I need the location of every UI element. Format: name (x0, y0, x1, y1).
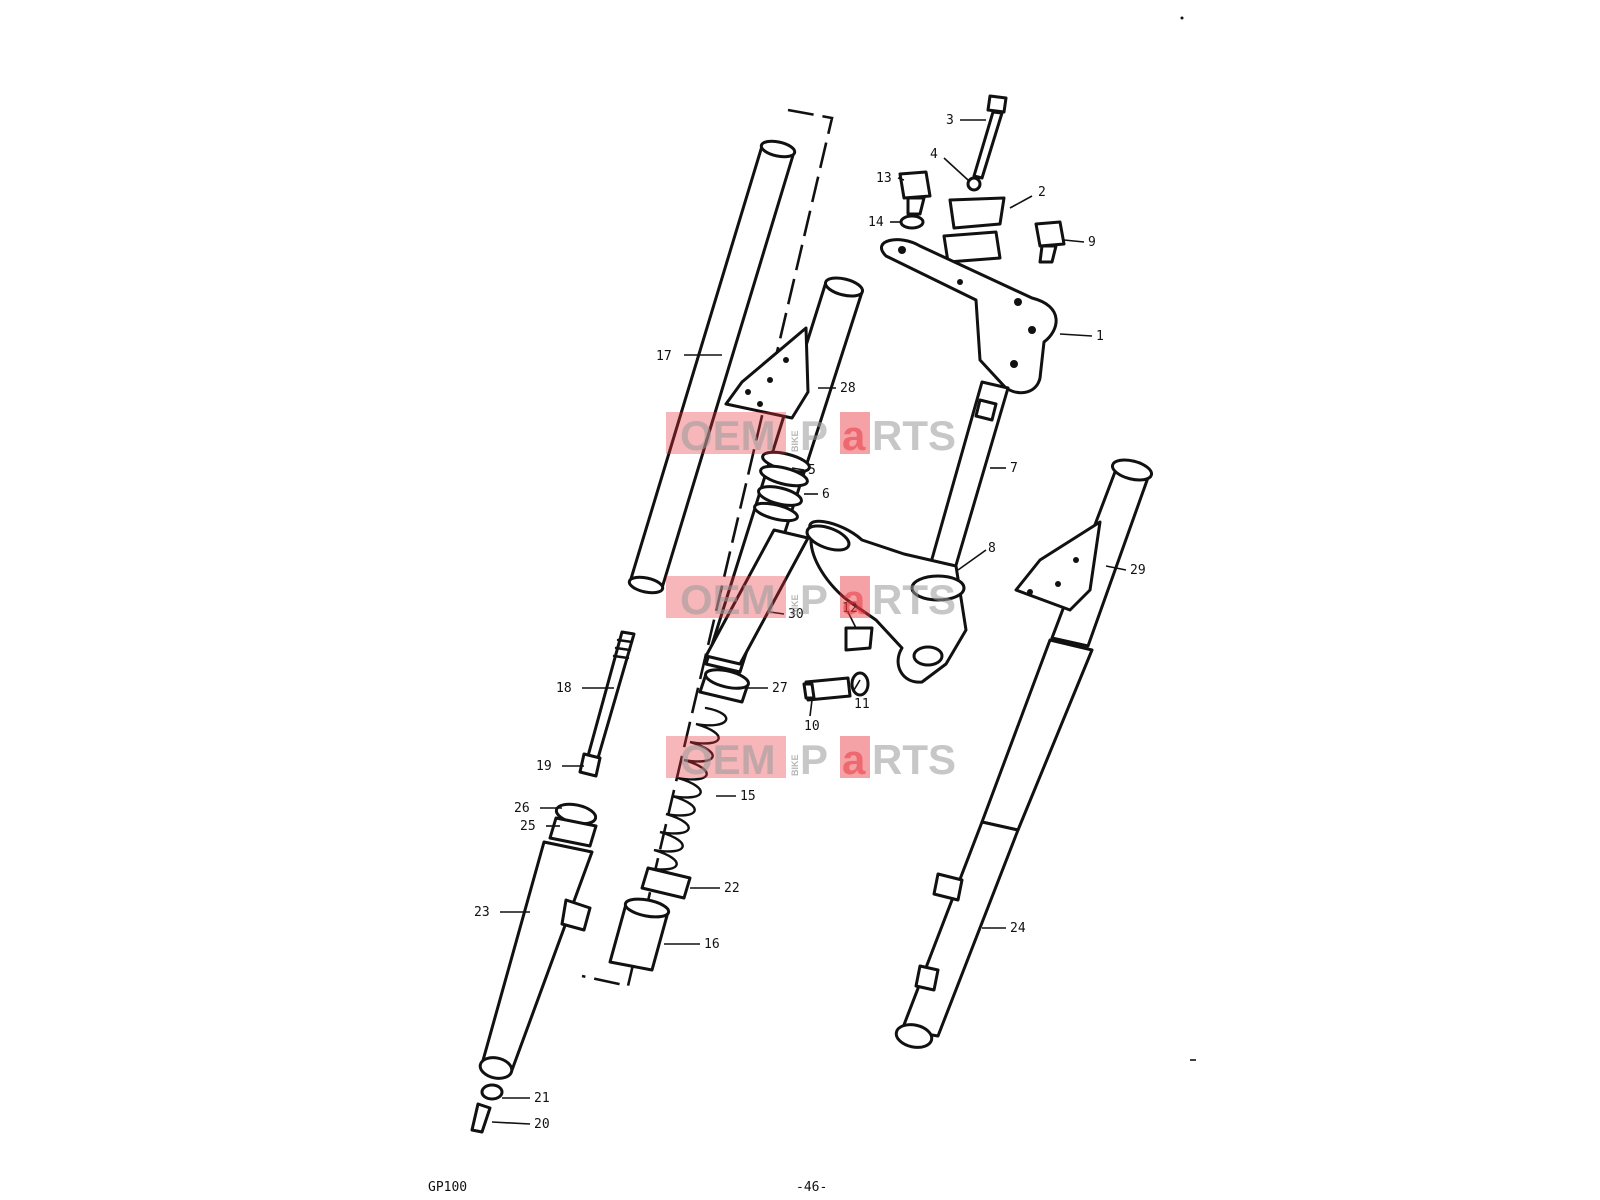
label-25: 25 (520, 819, 536, 834)
label-18: 18 (556, 681, 572, 696)
label-6: 6 (822, 487, 830, 502)
axle-bolt-small (470, 1102, 492, 1134)
steering-stem-bolt (972, 94, 1008, 180)
axle-nut (480, 1083, 504, 1101)
label-4: 4 (930, 147, 938, 162)
bolt-washer (966, 176, 982, 192)
svg-text:OEM: OEM (680, 412, 776, 459)
label-23: 23 (474, 905, 490, 920)
fork-cap-bolt (898, 170, 932, 216)
label-3: 3 (946, 113, 954, 128)
svg-text:a: a (842, 576, 866, 623)
label-22: 22 (724, 881, 740, 896)
assembly-bracket-dashed (581, 108, 834, 988)
lower-bracket-clamp (844, 626, 874, 652)
fork-oil-seal (608, 897, 671, 972)
svg-text:a: a (842, 736, 866, 783)
fork-seal-and-washer (548, 802, 598, 848)
handlebar-clamp-upper (942, 196, 1006, 264)
footer-model-code: GP100 (428, 1180, 468, 1195)
svg-text:P: P (800, 576, 828, 623)
label-10: 10 (804, 719, 820, 734)
fork-collar (698, 668, 751, 704)
label-29: 29 (1130, 563, 1146, 578)
bracket-bolt-right (1034, 220, 1066, 264)
label-24: 24 (1010, 921, 1026, 936)
fork-spring (640, 706, 728, 900)
svg-text:RTS: RTS (872, 412, 956, 459)
svg-text:P: P (800, 736, 828, 783)
label-12: 12 (842, 601, 858, 616)
label-2: 2 (1038, 185, 1046, 200)
svg-text:OEM: OEM (680, 736, 776, 783)
label-13: 13 (876, 171, 892, 186)
label-16: 16 (704, 937, 720, 952)
fork-cover-right (1014, 458, 1154, 648)
fork-spacer-tube (704, 528, 810, 666)
label-26: 26 (514, 801, 530, 816)
steering-stem (928, 380, 1010, 574)
label-28: 28 (840, 381, 856, 396)
label-15: 15 (740, 789, 756, 804)
svg-text:OEM: OEM (680, 576, 776, 623)
watermark-top: OEM BIKE P a RTS (666, 412, 956, 459)
label-17: 17 (656, 349, 672, 364)
svg-text:a: a (842, 412, 866, 459)
fork-cap-o-ring (899, 214, 925, 230)
svg-text:BIKE: BIKE (790, 594, 800, 616)
svg-text:RTS: RTS (872, 736, 956, 783)
steering-bracket-lower (805, 519, 968, 684)
svg-text:BIKE: BIKE (790, 754, 800, 776)
label-9: 9 (1088, 235, 1096, 250)
label-8: 8 (988, 541, 996, 556)
svg-text:P: P (800, 412, 828, 459)
pinch-nut (850, 671, 870, 697)
label-7: 7 (1010, 461, 1018, 476)
label-5: 5 (808, 463, 816, 478)
scan-speck (1180, 16, 1184, 20)
damper-rod (586, 630, 636, 760)
fork-inner-tube-left (627, 139, 797, 595)
watermark-bottom: OEM BIKE P a RTS (666, 736, 956, 783)
label-14: 14 (868, 215, 884, 230)
fork-upper-spring-seats (753, 450, 811, 523)
fork-outer-tube-left (478, 840, 594, 1080)
label-19: 19 (536, 759, 552, 774)
label-20: 20 (534, 1117, 550, 1132)
footer-page-number: -46- (796, 1180, 828, 1195)
damper-rod-end (578, 752, 602, 778)
svg-text:RTS: RTS (872, 576, 956, 623)
fork-outer-tube-right (894, 638, 1094, 1049)
label-27: 27 (772, 681, 788, 696)
label-21: 21 (534, 1091, 550, 1106)
label-11: 11 (854, 697, 870, 712)
steering-bracket-upper (880, 238, 1058, 395)
label-30: 30 (788, 607, 804, 622)
svg-text:BIKE: BIKE (790, 430, 800, 452)
label-1: 1 (1096, 329, 1104, 344)
watermark-middle: OEM BIKE P a RTS (666, 576, 956, 623)
pinch-bolt (802, 676, 852, 702)
